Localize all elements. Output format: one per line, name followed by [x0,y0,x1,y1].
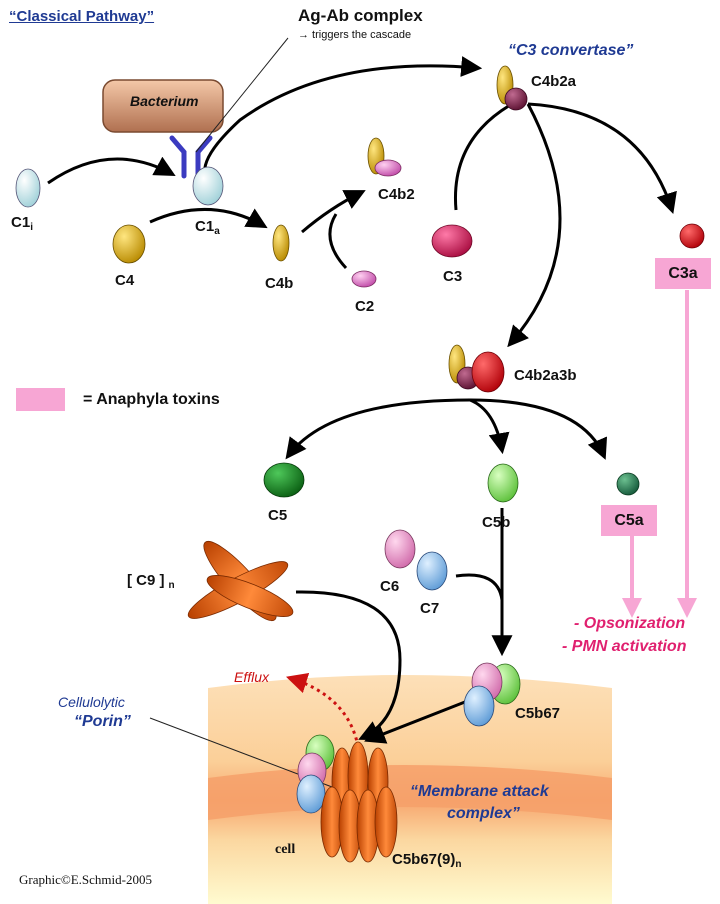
c2-label: C2 [355,298,375,315]
c4b2a-label: C4b2a [531,73,577,90]
arrow-to-c4b2a3b [507,103,562,348]
porin-label-line2: “Porin” [74,713,131,730]
c4b2-label: C4b2 [378,186,415,203]
agab-title: Ag-Ab complex [298,6,423,25]
c3-convertase-label: “C3 convertase” [508,42,634,59]
c4b2a3b-label: C4b2a3b [514,367,577,384]
arrow-c9-to-mac [295,590,402,741]
c3a-box: C3a [655,258,711,289]
c1a-label: C1a [195,218,220,237]
legend-label: = Anaphyla toxins [83,391,220,408]
c2-molecule [351,270,377,288]
c5b67-complex [463,662,521,727]
arrow-to-c4b2 [301,190,366,234]
c6-label: C6 [380,578,400,595]
c1a-molecule [192,166,224,206]
arrow-c4-to-c4b [149,208,268,229]
effect-pmn-activation: - PMN activation [562,638,687,655]
bacterium-shape [102,79,224,133]
c4b2a3b-complex [448,344,505,393]
c3a-molecule [679,223,705,249]
arrow-to-c3a [527,102,677,214]
agab-note: → triggers the cascade [298,29,412,41]
efflux-label: Efflux [234,669,270,685]
c9-molecules [187,540,294,622]
c9-label: [ C9 ]n [127,572,175,591]
c5b67-label: C5b67 [515,705,561,722]
porin-label-line1: Cellulolytic [58,694,125,710]
c3-label: C3 [443,268,463,285]
c3-molecule [431,224,473,258]
c5b-molecule [487,463,519,503]
legend-swatch [16,388,65,411]
diagram-title: “Classical Pathway” [9,8,155,25]
arrow-to-c5b [469,398,510,455]
arrow-c2-join [328,213,348,270]
arrow-c5b67-to-mac [364,698,471,744]
c1i-molecule [15,168,41,208]
mac-label: C5b67(9)n [392,851,462,870]
antibody-icon [169,135,213,179]
arrow-c1i-to-c1a [47,156,176,185]
anaphylatoxin-arrows [622,290,697,618]
c7-molecule [416,551,448,591]
mac-complex [296,734,398,863]
agab-pointer-line [195,37,289,153]
c5a-box: C5a [601,505,657,536]
c4b2a-complex [496,65,528,111]
mac-label-line1: “Membrane attack [410,783,549,800]
arrow-c3-join [453,102,513,211]
c4b-molecule [272,224,290,262]
c4-label: C4 [115,272,135,289]
c4b-label: C4b [265,275,294,292]
c5a-molecule [616,472,640,496]
c5-label: C5 [268,507,288,524]
arrow-c7-to-c5b67 [455,573,504,601]
c4-molecule [112,224,146,264]
bacterium-label: Bacterium [130,93,199,109]
credit-text: Graphic©E.Schmid-2005 [19,872,152,887]
arrow-to-c5 [285,398,471,460]
effect-opsonization: - Opsonization [574,615,686,632]
arrow-c1a-to-c4b2a [203,56,483,192]
c4b2-complex [367,137,402,177]
c7-label: C7 [420,600,440,617]
c1i-label: C1i [11,214,33,233]
c5b-label: C5b [482,514,511,531]
cell-label: cell [275,842,296,857]
mac-label-line2: complex” [447,805,520,822]
arrow-to-c5a [469,398,608,460]
c6-molecule [384,529,416,569]
c5-molecule [263,462,305,498]
